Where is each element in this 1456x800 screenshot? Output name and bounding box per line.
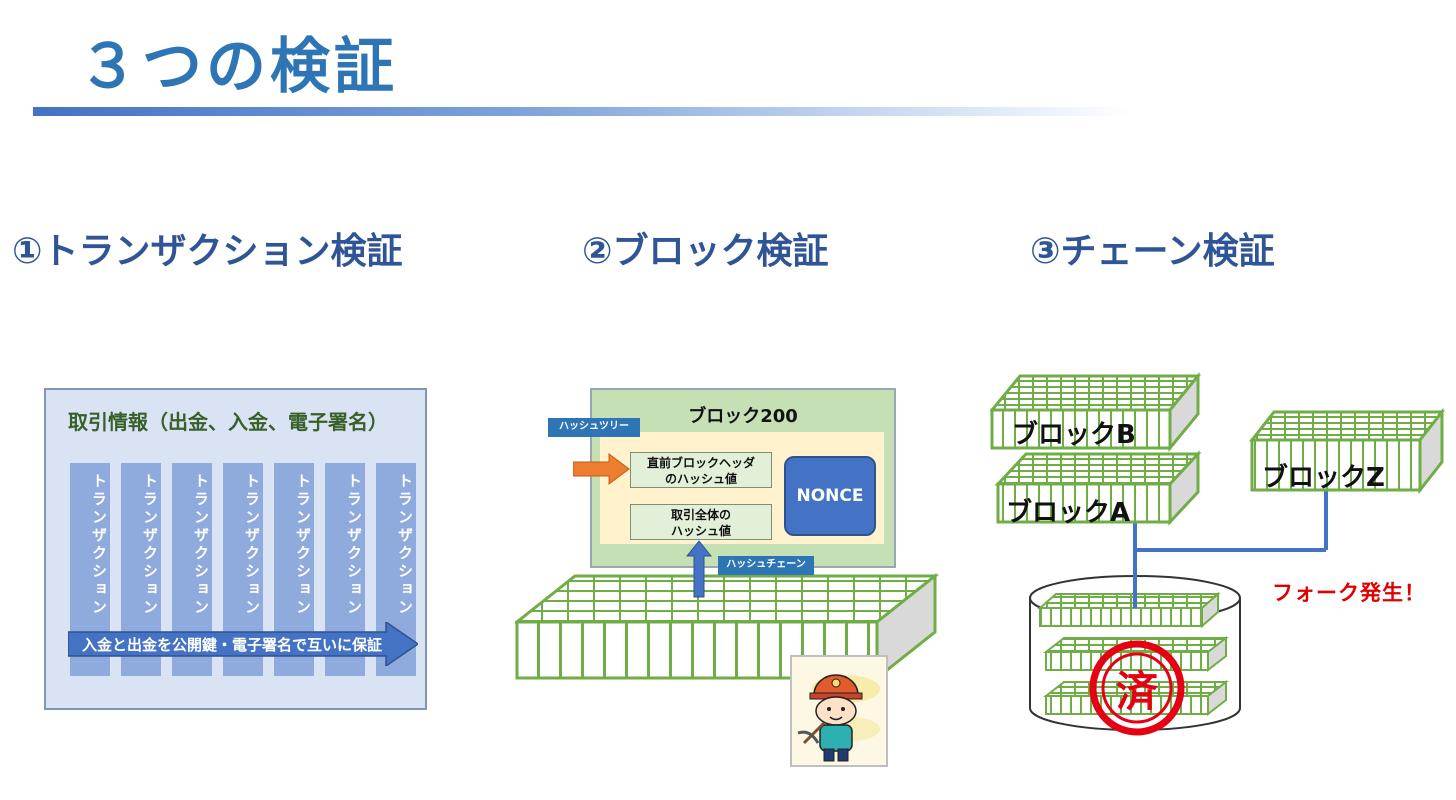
transaction-column-label: トランザクション [141,473,159,617]
section-heading-transaction: ①トランザクション検証 [12,231,403,272]
orange-arrow-icon [573,453,630,485]
nonce-box: NONCE [784,456,876,536]
transaction-panel-heading: 取引情報（出金、入金、電子署名） [68,410,388,434]
section-heading-block: ②ブロック検証 [582,231,829,272]
confirmed-stamp-text: 済 [1115,667,1158,716]
transactions-hash-line2: ハッシュ値 [670,524,731,538]
transaction-column-label: トランザクション [294,473,312,617]
block-header-area: 直前ブロックヘッダ のハッシュ値 取引全体の ハッシュ値 NONCE [600,432,884,544]
transaction-column-label: トランザクション [345,473,363,617]
guarantee-arrow-text: 入金と出金を公開鍵・電子署名で互いに保証 [82,636,383,654]
prev-block-hash-line1: 直前ブロックヘッダ [646,456,755,470]
up-arrow-icon [686,540,712,598]
transactions-hash-line1: 取引全体の [670,508,731,522]
block-title: ブロック200 [688,406,798,427]
transaction-column-label: トランザクション [396,473,414,617]
chain-diagram-graphic [990,371,1446,736]
transaction-column-label: トランザクション [192,473,210,617]
prev-block-hash-line2: のハッシュ値 [664,472,737,486]
section-heading-chain: ③チェーン検証 [1030,231,1275,272]
guarantee-arrow [68,622,418,666]
block-z-label: ブロックZ [1262,463,1385,493]
block-200-panel: ブロック200 直前ブロックヘッダ のハッシュ値 取引全体の ハッシュ値 NON… [590,388,896,568]
fork-occurred-text: フォーク発生！ [1272,581,1426,605]
transaction-column-label: トランザクション [243,473,261,617]
hash-chain-tag: ハッシュチェーン [718,556,814,575]
block-b-label: ブロックB [1012,420,1136,450]
block-a-label: ブロックA [1006,498,1131,528]
transactions-hash-box: 取引全体の ハッシュ値 [630,504,772,540]
title-underline [33,107,1133,116]
transaction-panel: 取引情報（出金、入金、電子署名） トランザクション トランザクション トランザク… [44,388,427,710]
prev-block-hash-box: 直前ブロックヘッダ のハッシュ値 [630,452,772,488]
miner-character-icon [790,655,888,767]
hash-tree-tag: ハッシュツリー [548,418,640,437]
transaction-column-label: トランザクション [90,473,108,617]
page-title: ３つの検証 [78,32,398,102]
